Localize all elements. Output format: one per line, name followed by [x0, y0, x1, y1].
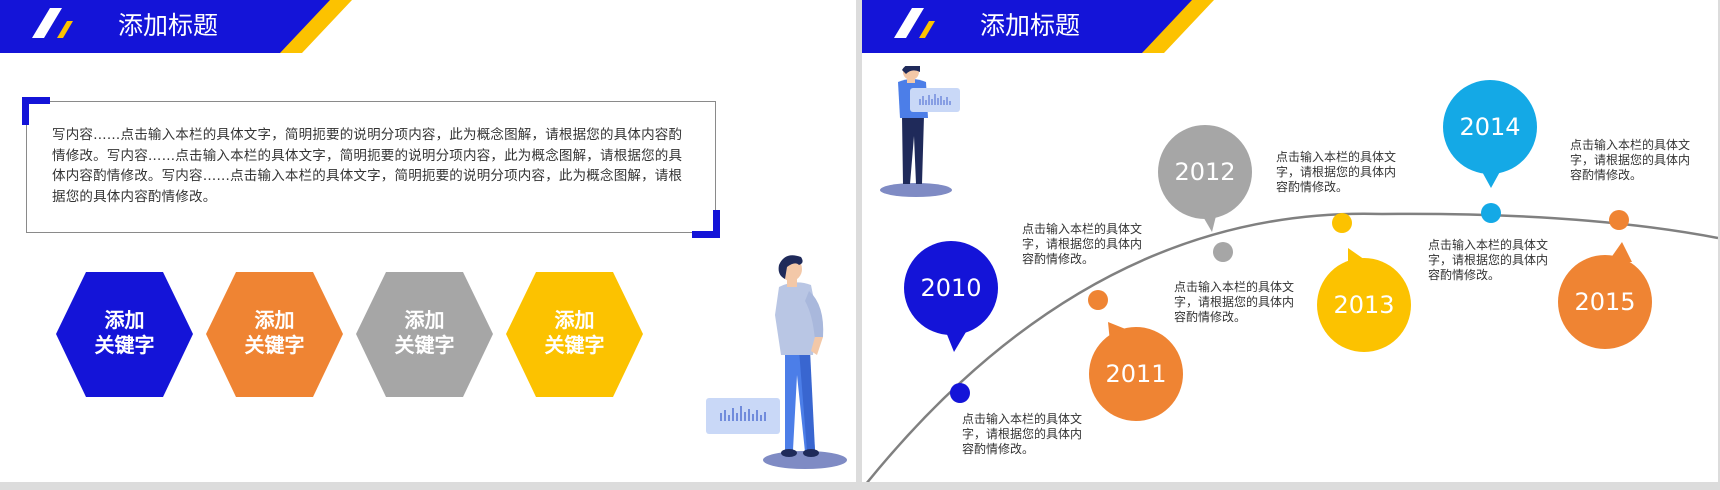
year-bubble-2014[interactable]	[1443, 80, 1537, 188]
keyword-line2: 关键字	[244, 333, 305, 357]
header-banner	[862, 0, 1214, 53]
keyword-line1: 添加	[254, 308, 295, 332]
year-label-2011: 2011	[1105, 360, 1167, 388]
keyword-line1: 添加	[104, 308, 145, 332]
timeline-text-2013: 点击输入本栏的具体文字，请根据您的具体内容酌情修改。	[1276, 150, 1397, 194]
year-bubble-2011[interactable]	[1089, 322, 1183, 421]
keyword-hexagon-1[interactable]: 添加 关键字	[56, 272, 193, 397]
person-illustration	[763, 255, 847, 469]
slide-header: 添加标题	[862, 0, 1222, 53]
timeline-dot-2012	[1213, 242, 1233, 262]
timeline-text-2010: 点击输入本栏的具体文字，请根据您的具体内容酌情修改。	[962, 412, 1083, 456]
timeline-dot-2015	[1609, 210, 1629, 230]
keyword-line2: 关键字	[394, 333, 455, 357]
year-label-2012: 2012	[1174, 158, 1236, 186]
body-text: 写内容……点击输入本栏的具体文字，简明扼要的说明分项内容，此为概念图解，请根据您…	[52, 127, 683, 205]
timeline-text-2012: 点击输入本栏的具体文字，请根据您的具体内容酌情修改。	[1174, 280, 1295, 324]
timeline-dot-2011	[1088, 290, 1108, 310]
timeline-dot-2013	[1332, 213, 1352, 233]
timeline-text-2014: 点击输入本栏的具体文字，请根据您的具体内容酌情修改。	[1428, 238, 1549, 282]
header-banner	[0, 0, 352, 53]
keyword-line1: 添加	[404, 308, 445, 332]
waveform-badge	[910, 88, 960, 112]
timeline-dot-2010	[950, 383, 970, 403]
keyword-line2: 关键字	[94, 333, 155, 357]
waveform-badge	[706, 398, 780, 434]
frame-corner-bottom-right	[692, 210, 720, 238]
slide-header: 添加标题	[0, 0, 360, 53]
waveform-icon	[720, 406, 766, 421]
timeline-text-2015: 点击输入本栏的具体文字，请根据您的具体内容酌情修改。	[1570, 138, 1691, 182]
keyword-line1: 添加	[554, 308, 595, 332]
frame-corner-top-left	[22, 97, 50, 125]
year-label-2015: 2015	[1574, 288, 1636, 316]
year-label-2010: 2010	[920, 274, 982, 302]
year-label-2014: 2014	[1459, 113, 1521, 141]
keyword-hexagon-3[interactable]: 添加 关键字	[356, 272, 493, 397]
timeline-dot-2014	[1481, 203, 1501, 223]
year-bubble-2012[interactable]	[1158, 125, 1252, 232]
page-title: 添加标题	[980, 11, 1081, 40]
year-bubble-2015[interactable]	[1558, 242, 1652, 349]
timeline-curve	[866, 212, 1718, 482]
year-bubble-2010[interactable]	[904, 241, 998, 352]
keyword-hexagon-2[interactable]: 添加 关键字	[206, 272, 343, 397]
year-label-2013: 2013	[1333, 291, 1395, 319]
page-title: 添加标题	[118, 11, 219, 40]
waveform-icon	[919, 94, 951, 105]
keyword-line2: 关键字	[544, 333, 605, 357]
slide-left: 添加标题 写内容……点击输入本栏的具体文字，简明扼要的说明分项内容，此为概念图解…	[0, 0, 856, 482]
text-frame	[26, 101, 716, 233]
slide-right: 添加标题	[862, 0, 1718, 482]
timeline-text-2011: 点击输入本栏的具体文字，请根据您的具体内容酌情修改。	[1022, 222, 1143, 266]
year-bubble-2013[interactable]	[1317, 248, 1411, 352]
keyword-hexagon-4[interactable]: 添加 关键字	[506, 272, 643, 397]
